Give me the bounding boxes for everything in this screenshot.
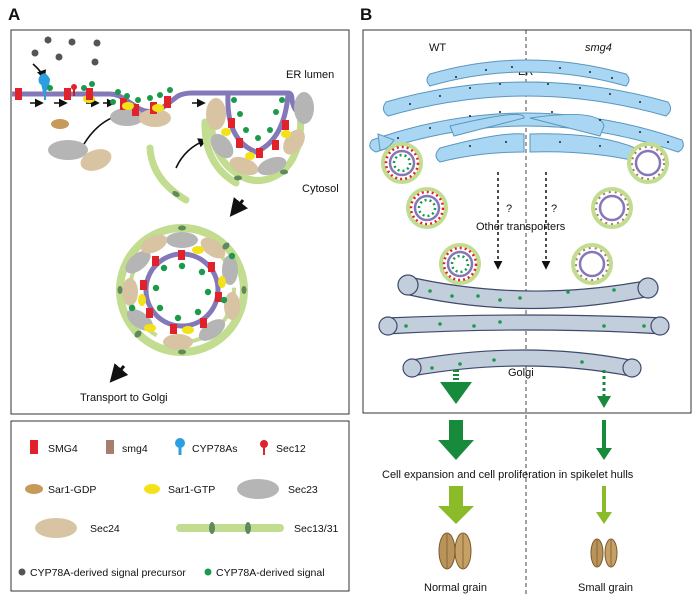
sar1-gtp-swatch xyxy=(144,484,160,494)
golgi-signal-dots xyxy=(404,288,646,370)
wt-label: WT xyxy=(429,42,446,54)
smg4-mutant-swatch xyxy=(106,440,114,454)
panel-a-letter: A xyxy=(8,5,20,24)
golgi-stack xyxy=(378,274,670,378)
sec13-31-swatch xyxy=(176,524,284,532)
er-lumen-label: ER lumen xyxy=(286,69,334,81)
panel-b-frame xyxy=(362,29,692,414)
golgi-label: Golgi xyxy=(508,367,534,379)
wt-vesicle xyxy=(406,187,448,229)
signal-swatch xyxy=(204,568,212,576)
legend-precursor: CYP78A-derived signal precursor xyxy=(30,567,186,579)
legend-signal: CYP78A-derived signal xyxy=(216,567,325,579)
budding-coat xyxy=(110,87,173,127)
legend-smg4: SMG4 xyxy=(48,443,78,455)
transport-label: Transport to Golgi xyxy=(80,392,168,404)
sar1-gdp-free xyxy=(51,119,69,129)
golgi-output-arrow-smg4 xyxy=(597,370,611,408)
legend-sec13-31: Sec13/31 xyxy=(294,523,339,535)
legend-sar1-gtp: Sar1-GTP xyxy=(168,484,215,496)
sec23-swatch xyxy=(237,479,279,499)
er-cisternae xyxy=(369,59,684,163)
legend-sec12: Sec12 xyxy=(276,443,306,455)
legend-smg4-mutant: smg4 xyxy=(122,443,148,455)
other-transporters-label: Other transporters xyxy=(476,221,566,233)
legend-cyp78as: CYP78As xyxy=(192,443,238,455)
sec13-31-swatch-joint-2 xyxy=(245,522,251,534)
sar1-gdp-swatch xyxy=(25,484,43,494)
deep-bud xyxy=(201,92,314,187)
wt-vesicle xyxy=(439,243,481,285)
precursor-dots xyxy=(31,36,101,66)
sec13-31-joint xyxy=(172,191,180,197)
legend-sec23: Sec23 xyxy=(288,484,318,496)
panel-b-letter: B xyxy=(360,5,372,24)
smg4-vesicle xyxy=(627,142,669,184)
cell-expansion-label: Cell expansion and cell proliferation in… xyxy=(382,469,634,481)
cyp78as-swatch xyxy=(175,438,185,448)
signal-arrow-wt xyxy=(438,420,474,460)
small-grain-label: Small grain xyxy=(578,582,633,594)
to-golgi-arrow xyxy=(109,363,129,383)
smg4-vesicle xyxy=(591,187,633,229)
wt-vesicle xyxy=(381,142,423,184)
sec24-swatch xyxy=(35,518,77,538)
small-grain-image xyxy=(590,538,618,568)
growth-arrow-smg4 xyxy=(596,486,612,524)
er-membrane-proteins xyxy=(15,73,95,103)
er-lumen-dots xyxy=(397,66,669,147)
question-mark-wt: ? xyxy=(506,203,512,215)
legend-sar1-gdp: Sar1-GDP xyxy=(48,484,96,496)
legend-frame xyxy=(10,420,350,592)
smg4-swatch xyxy=(30,440,38,454)
precursor-swatch xyxy=(18,568,26,576)
sec13-31-arc xyxy=(146,144,190,204)
coat-arrow xyxy=(175,138,208,169)
normal-grain-image xyxy=(438,532,472,570)
growth-arrow-wt xyxy=(438,486,474,524)
question-mark-smg4: ? xyxy=(551,203,557,215)
legend: SMG4 smg4 CYP78As Sec12 Sar1-GDP Sar1-GT… xyxy=(18,438,339,579)
smg4-vesicle xyxy=(571,243,613,285)
normal-grain-label: Normal grain xyxy=(424,582,487,594)
copii-vesicle xyxy=(116,224,248,356)
sec12-swatch xyxy=(260,440,268,448)
sec13-31-swatch-joint-1 xyxy=(209,522,215,534)
signal-arrow-smg4 xyxy=(596,420,612,460)
mutant-label: smg4 xyxy=(585,42,612,54)
legend-sec24: Sec24 xyxy=(90,523,120,535)
cytosol-label: Cytosol xyxy=(302,183,339,195)
golgi-output-arrow-wt xyxy=(440,370,472,404)
panel-a-frame xyxy=(10,29,350,415)
sec23-free xyxy=(48,140,88,160)
vesicle-release-arrow xyxy=(229,197,248,217)
sec24-free xyxy=(80,149,112,171)
